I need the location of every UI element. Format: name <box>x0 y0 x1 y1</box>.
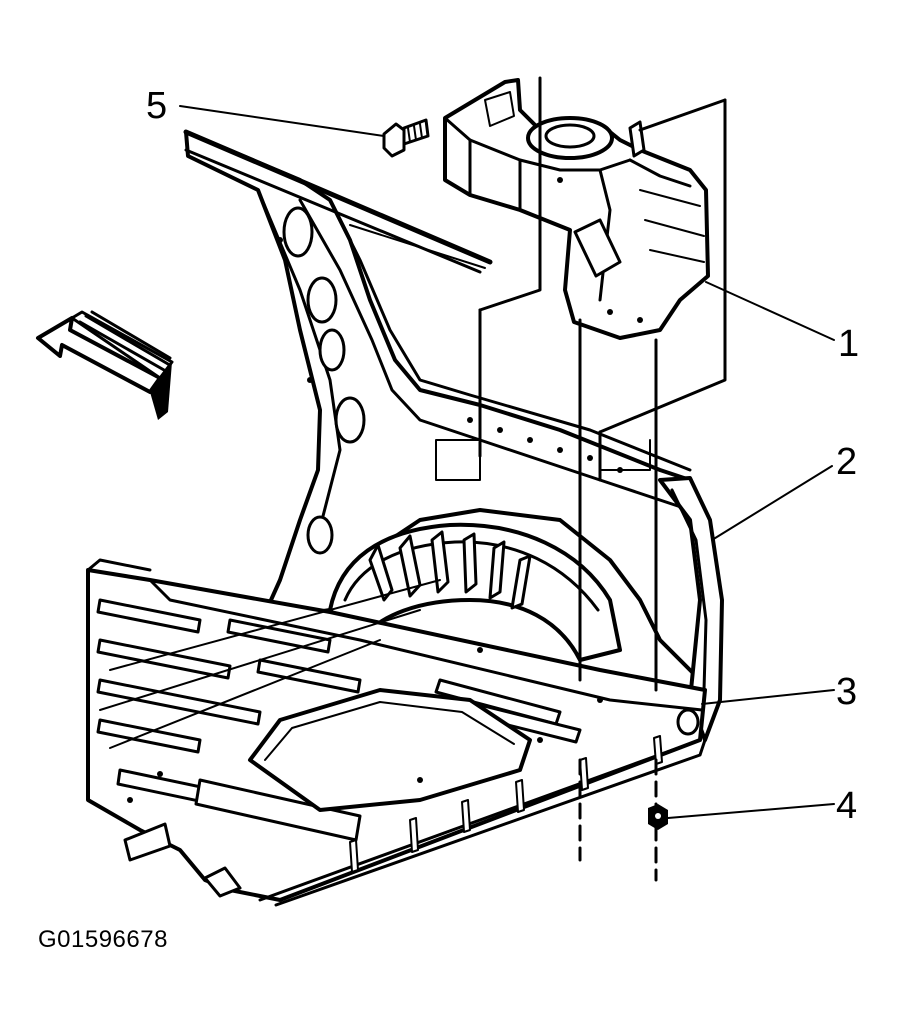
callout-5: 5 <box>146 85 167 127</box>
load-floor <box>86 558 707 907</box>
bolt <box>382 118 430 158</box>
leader-lines <box>179 105 835 819</box>
callout-1: 1 <box>838 323 859 365</box>
quarter-inner-panel <box>183 129 707 682</box>
nut <box>648 804 668 830</box>
wheelhouse <box>328 522 622 662</box>
figure-id-label: G01596678 <box>38 926 168 953</box>
mounting-guide-lines <box>478 76 727 882</box>
callout-3: 3 <box>836 671 857 713</box>
rear-corner-panel <box>658 476 724 742</box>
callout-4: 4 <box>836 785 857 827</box>
forward-arrow-icon <box>36 310 174 420</box>
callout-2: 2 <box>836 441 857 483</box>
reservoir-assembly <box>443 78 710 340</box>
